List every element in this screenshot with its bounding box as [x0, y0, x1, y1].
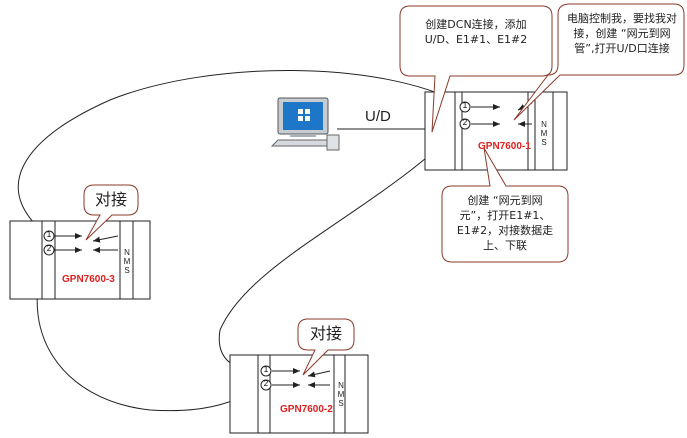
device-gpn7600-3 — [9, 220, 151, 300]
link-curve-gpn1-gpn3 — [17, 70, 463, 237]
gpn3-port-1: 1 — [46, 230, 52, 239]
callout-gpn1 — [441, 147, 569, 263]
gpn1-port-2: 2 — [462, 118, 468, 127]
callout-gpn1-line-4: 上、下联 — [483, 238, 527, 252]
callout-dcn-line-2: U/D、E1#1、E1#2 — [424, 32, 528, 46]
callout-gpn1-text: 创建 “网元到网 元”，打开E1#1、 E1#2，对接数据走 上、下联 — [444, 194, 566, 253]
callout-loop3-text: 对接 — [94, 190, 127, 209]
gpn3-nms-label: N M S — [123, 248, 131, 275]
device-gpn7600-1 — [424, 91, 568, 171]
callout-loop2-text: 对接 — [309, 324, 342, 343]
gpn1-port-1: 1 — [462, 101, 468, 110]
callout-gpn1-line-2: 元”，打开E1#1、 — [459, 208, 551, 222]
callout-pc-line-1: 电脑控制我，要找我对 — [567, 12, 677, 25]
callout-dcn — [399, 5, 553, 133]
callout-loop2 — [297, 318, 355, 376]
callout-pc-line-3: 管”,打开U/D口连接 — [574, 41, 670, 55]
gpn7600-3-label: GPN7600-3 — [62, 274, 115, 285]
gpn2-nms-label: N M S — [337, 381, 345, 408]
callout-dcn-line-1: 创建DCN连接，添加 — [425, 18, 527, 31]
gpn7600-2-label: GPN7600-2 — [280, 404, 333, 415]
gpn2-port-1: 1 — [263, 365, 269, 374]
gpn2-port-2: 2 — [263, 379, 269, 388]
computer-icon — [270, 97, 340, 151]
callout-gpn1-line-1: 创建 “网元到网 — [467, 194, 543, 207]
gpn7600-1-label: GPN7600-1 — [478, 141, 531, 152]
callout-gpn1-line-3: E1#2，对接数据走 — [456, 223, 554, 237]
callout-loop3 — [83, 184, 139, 241]
callout-dcn-text: 创建DCN连接，添加 U/D、E1#1、E1#2 — [404, 18, 548, 48]
gpn1-nms-label: N M S — [540, 120, 548, 147]
device-gpn7600-2 — [229, 354, 369, 434]
callout-pc-line-2: 接，创建 “网元到网 — [573, 26, 671, 40]
gpn3-port-2: 2 — [46, 244, 52, 253]
ud-link-label: U/D — [365, 108, 391, 125]
callout-pc — [513, 3, 685, 121]
callout-pc-text: 电脑控制我，要找我对 接，创建 “网元到网 管”,打开U/D口连接 — [560, 12, 684, 57]
